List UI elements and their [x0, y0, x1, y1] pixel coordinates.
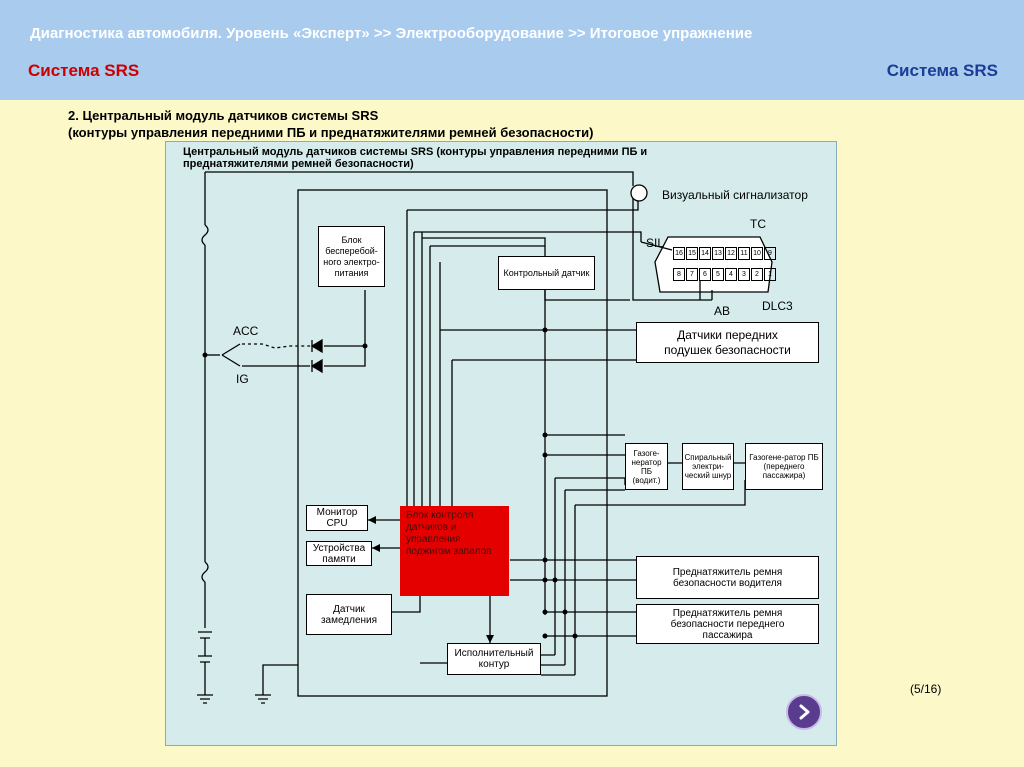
gas-generator-passenger-box: Газогене-ратор ПБ (переднего пассажира): [745, 443, 823, 490]
dlc-pin: 11: [738, 247, 750, 260]
dlc-pin: 10: [751, 247, 763, 260]
section-title: Система SRS: [886, 61, 998, 80]
dlc-pin-row-top: 16 15 14 13 12 11 10 9: [673, 247, 776, 260]
header-bar: Диагностика автомобиля. Уровень «Эксперт…: [0, 0, 1024, 100]
dlc-pin: 5: [712, 268, 724, 281]
dlc-pin: 8: [673, 268, 685, 281]
diagram-title-line1: Центральный модуль датчиков системы SRS …: [183, 146, 648, 158]
dlc-pin: 3: [738, 268, 750, 281]
front-airbag-sensors-box: Датчики передних подушек безопасности: [636, 322, 819, 363]
diagram-title-line2: преднатяжителями ремней безопасности): [183, 158, 414, 170]
dlc-pin: 12: [725, 247, 737, 260]
visual-indicator-label: Визуальный сигнализатор: [662, 188, 808, 202]
backup-power-box: Блок бесперебой-ного электро-питания: [318, 226, 385, 287]
dlc-pin: 15: [686, 247, 698, 260]
section-heading-line1: 2. Центральный модуль датчиков системы S…: [68, 108, 379, 123]
tc-label: TC: [750, 217, 766, 231]
dlc-pin: 16: [673, 247, 685, 260]
ig-label: IG: [236, 372, 249, 386]
dlc-pin: 6: [699, 268, 711, 281]
dlc-pin: 13: [712, 247, 724, 260]
spiral-cable-box: Спиральный электри-ческий шнур: [682, 443, 734, 490]
dlc-pin: 14: [699, 247, 711, 260]
page-title: Система SRS: [28, 61, 140, 80]
page-counter: (5/16): [910, 682, 942, 696]
section-heading: 2. Центральный модуль датчиков системы S…: [68, 107, 593, 141]
sil-label: SIL: [646, 236, 665, 250]
diagram-title: Центральный модуль датчиков системы SRS …: [183, 146, 647, 170]
sensor-control-block: Блок контроля датчиков и управления подж…: [400, 506, 509, 596]
control-sensor-box: Контрольный датчик: [498, 256, 595, 290]
memory-box: Устройства памяти: [306, 541, 372, 566]
passenger-pretensioner-box: Преднатяжитель ремня безопасности передн…: [636, 604, 819, 644]
executive-circuit-box: Исполнительный контур: [447, 643, 541, 675]
dlc3-label: DLC3: [762, 299, 793, 313]
dlc-pin: 4: [725, 268, 737, 281]
dlc-pin: 7: [686, 268, 698, 281]
next-page-button[interactable]: [786, 694, 822, 730]
dlc-pin: 1: [764, 268, 776, 281]
deceleration-sensor-box: Датчик замедления: [306, 594, 392, 635]
cpu-monitor-box: Монитор CPU: [306, 505, 368, 531]
section-heading-line2: (контуры управления передними ПБ и предн…: [68, 125, 594, 140]
gas-generator-driver-box: Газоге-нератор ПБ (водит.): [625, 443, 668, 490]
ab-label: AB: [714, 304, 731, 318]
dlc-pin: 9: [764, 247, 776, 260]
dlc-pin-row-bottom: 8 7 6 5 4 3 2 1: [673, 268, 776, 281]
acc-label: ACC: [233, 324, 259, 338]
driver-pretensioner-box: Преднатяжитель ремня безопасности водите…: [636, 556, 819, 599]
chevron-right-icon: [799, 704, 810, 720]
dlc-pin: 2: [751, 268, 763, 281]
breadcrumb: Диагностика автомобиля. Уровень «Эксперт…: [30, 25, 753, 42]
